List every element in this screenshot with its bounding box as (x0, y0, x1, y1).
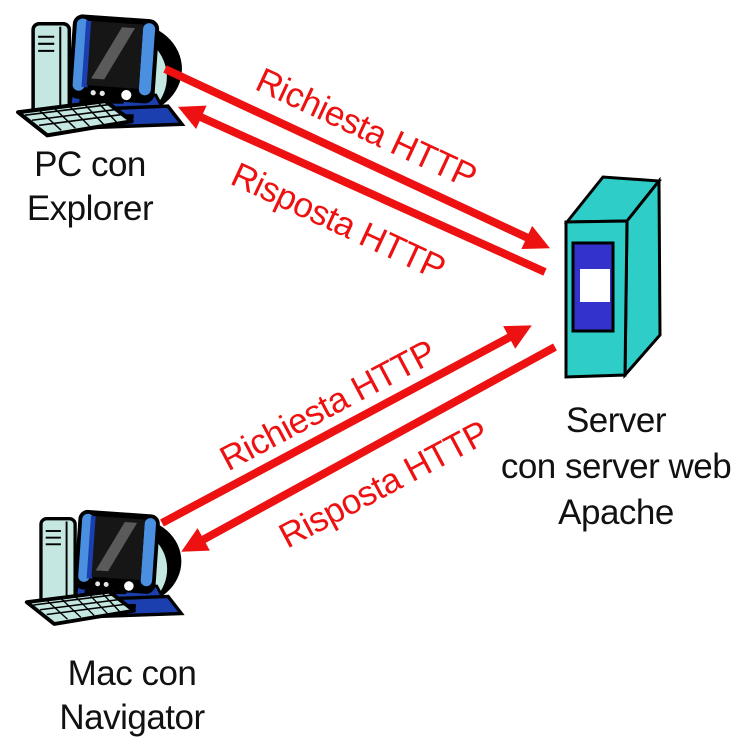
pc-label: PC con Explorer (26, 143, 154, 231)
mac-computer-icon (27, 509, 182, 624)
pc-request-arrow (163, 65, 550, 250)
server-label-line3: Apache (558, 493, 674, 532)
server-panel-window (580, 269, 610, 302)
mac-response-arrow (181, 343, 557, 552)
server-label-line1: Server (565, 401, 667, 440)
pc-computer-icon (18, 14, 182, 136)
server-label-line2: con server web (500, 447, 732, 486)
server-label: Server con server web Apache (500, 398, 732, 536)
mac-label-line1: Mac con (67, 654, 197, 693)
mac-label: Mac con Navigator (59, 652, 205, 740)
pc-response-arrow (177, 105, 547, 276)
mac-label-line2: Navigator (59, 698, 205, 737)
server-tower-icon (563, 175, 662, 380)
mac-request-arrow (160, 325, 532, 527)
pc-label-line1: PC con (34, 145, 146, 184)
http-arrows (160, 65, 557, 552)
pc-label-line2: Explorer (26, 189, 154, 228)
